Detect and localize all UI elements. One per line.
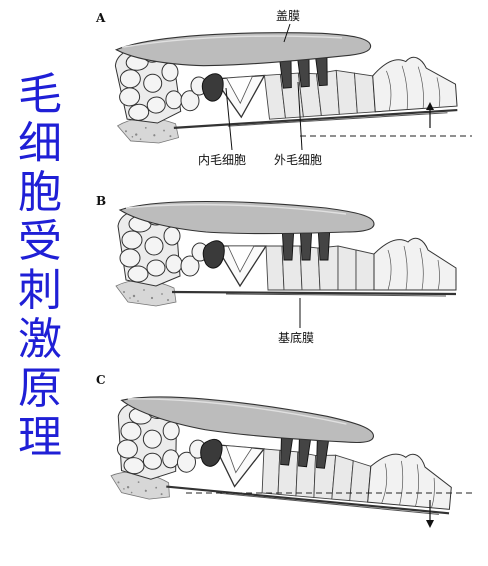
panel-c-organ bbox=[108, 390, 459, 527]
panel-a-organ bbox=[110, 16, 460, 147]
title-char: 受 bbox=[18, 216, 62, 267]
title-char: 毛 bbox=[18, 69, 62, 120]
title-char: 原 bbox=[18, 363, 62, 414]
vertical-title: 毛 细 胞 受 刺 激 原 理 bbox=[14, 70, 66, 462]
panel-letter-b: B bbox=[96, 194, 106, 208]
title-char: 细 bbox=[18, 118, 62, 169]
inner-hair-leader-line bbox=[225, 87, 233, 151]
title-char: 胞 bbox=[18, 167, 62, 218]
arrow-up-head-a bbox=[426, 102, 434, 110]
title-char: 理 bbox=[18, 412, 62, 463]
basilar-membrane-label: 基底膜 bbox=[278, 330, 314, 345]
title-char: 刺 bbox=[18, 265, 62, 316]
inner-hair-cell-label: 内毛细胞 bbox=[198, 153, 246, 167]
title-char: 激 bbox=[18, 314, 62, 365]
panel-b-organ bbox=[114, 200, 458, 308]
arrow-down-head-c bbox=[426, 520, 434, 528]
panel-letter-a: A bbox=[95, 11, 106, 25]
outer-hair-leader-line bbox=[297, 81, 303, 151]
outer-hair-cell-label: 外毛细胞 bbox=[274, 153, 322, 167]
panel-letter-c: C bbox=[96, 373, 106, 387]
tectorial-leader-line bbox=[283, 23, 291, 43]
tectorial-membrane-label: 盖膜 bbox=[276, 9, 300, 23]
